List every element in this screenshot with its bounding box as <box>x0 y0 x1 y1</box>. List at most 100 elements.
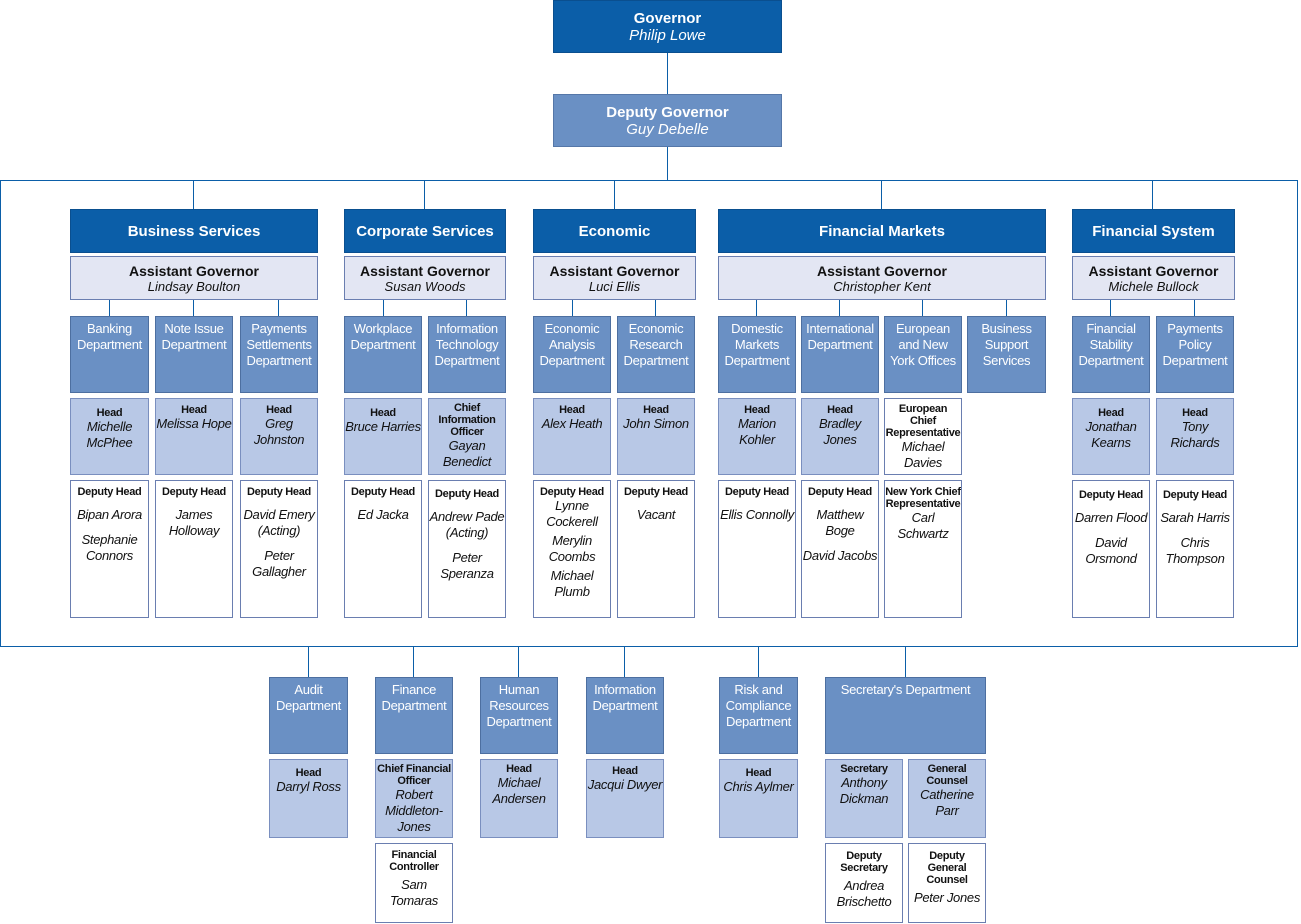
role-label: Deputy Head <box>1163 489 1227 501</box>
role-label: Deputy Head <box>162 486 226 498</box>
department-box: Human Resources Department <box>480 677 558 754</box>
person-name: Michael Davies <box>901 439 945 470</box>
role-label: Head <box>827 404 853 416</box>
person-name: Matthew Boge <box>816 507 864 538</box>
person-name: Merylin Coombs <box>548 533 596 564</box>
department-name: Business Support Services <box>981 321 1032 368</box>
department-name: Domestic Markets Department <box>724 321 790 368</box>
department-box: Economic Research Department <box>617 316 695 393</box>
ag-title: Assistant Governor <box>1088 262 1219 279</box>
department-name: Audit Department <box>276 682 341 713</box>
group-header: Economic <box>533 209 696 253</box>
department-name: Information Department <box>592 682 658 713</box>
group-header: Financial Markets <box>718 209 1046 253</box>
role-label: Head <box>744 404 770 416</box>
group-title: Economic <box>578 222 651 240</box>
person-name: Sarah Harris <box>1160 510 1230 525</box>
connector-line <box>1006 300 1007 316</box>
group-header: Financial System <box>1072 209 1235 253</box>
role-label: Deputy Head <box>435 488 499 500</box>
role-label: Head <box>612 765 638 777</box>
department-box: Payments Settlements Department <box>240 316 318 393</box>
deputy-governor-name: Guy Debelle <box>626 120 709 138</box>
person-name: James Holloway <box>168 507 220 538</box>
person-name: David Jacobs <box>802 548 878 563</box>
person-name: Tony Richards <box>1170 419 1220 450</box>
person-name: Jacqui Dwyer <box>587 777 663 792</box>
connector-line <box>905 647 906 677</box>
role-label: Head <box>559 404 585 416</box>
department-box: Information Technology Department <box>428 316 506 393</box>
role-label: Head <box>643 404 669 416</box>
governor-box: Governor Philip Lowe <box>553 0 782 53</box>
department-box: Payments Policy Department <box>1156 316 1234 393</box>
role-label: Deputy Secretary <box>840 850 888 874</box>
role-label: Deputy Head <box>1079 489 1143 501</box>
role-label: Secretary <box>840 763 888 775</box>
connector-line <box>1110 300 1111 316</box>
person-name: Chris Aylmer <box>723 779 794 794</box>
connector-line <box>758 647 759 677</box>
department-name: Economic Research Department <box>623 321 689 368</box>
connector-line <box>655 300 656 316</box>
role-label: Head <box>506 763 532 775</box>
person-name: Peter Speranza <box>440 550 494 581</box>
person-name: Darren Flood <box>1074 510 1148 525</box>
connector-line <box>383 300 384 316</box>
group-title: Financial System <box>1092 222 1215 240</box>
role-label: Head <box>266 404 292 416</box>
role-label: Head <box>1182 407 1208 419</box>
person-name: Melissa Hope <box>156 416 232 431</box>
department-box: Financial Stability Department <box>1072 316 1150 393</box>
department-name: Human Resources Department <box>486 682 552 729</box>
department-box: European and New York Offices <box>884 316 962 393</box>
department-name: Risk and Compliance Department <box>725 682 792 729</box>
person-name: Peter Jones <box>913 890 981 905</box>
department-box: Workplace Department <box>344 316 422 393</box>
department-name: Financial Stability Department <box>1078 321 1144 368</box>
role-label: General Counsel <box>926 763 968 787</box>
deputy-governor-title: Deputy Governor <box>606 103 729 121</box>
department-box: Banking Department <box>70 316 149 393</box>
group-title: Corporate Services <box>356 222 494 240</box>
connector-line <box>109 300 110 316</box>
department-name: European and New York Offices <box>890 321 956 368</box>
department-box: Economic Analysis Department <box>533 316 611 393</box>
department-box: Note Issue Department <box>155 316 233 393</box>
department-box: Finance Department <box>375 677 453 754</box>
connector-line <box>667 53 668 94</box>
connector-line <box>572 300 573 316</box>
role-label: Deputy Head <box>808 486 872 498</box>
person-name: Marion Kohler <box>738 416 776 447</box>
connector-line <box>667 147 668 181</box>
person-name: Carl Schwartz <box>897 510 949 541</box>
group-title: Financial Markets <box>819 222 945 240</box>
connector-line <box>1152 180 1153 209</box>
department-name: Economic Analysis Department <box>539 321 605 368</box>
connector-line <box>518 647 519 677</box>
role-label: Chief Information Officer <box>438 402 496 438</box>
governor-name: Philip Lowe <box>629 26 706 44</box>
